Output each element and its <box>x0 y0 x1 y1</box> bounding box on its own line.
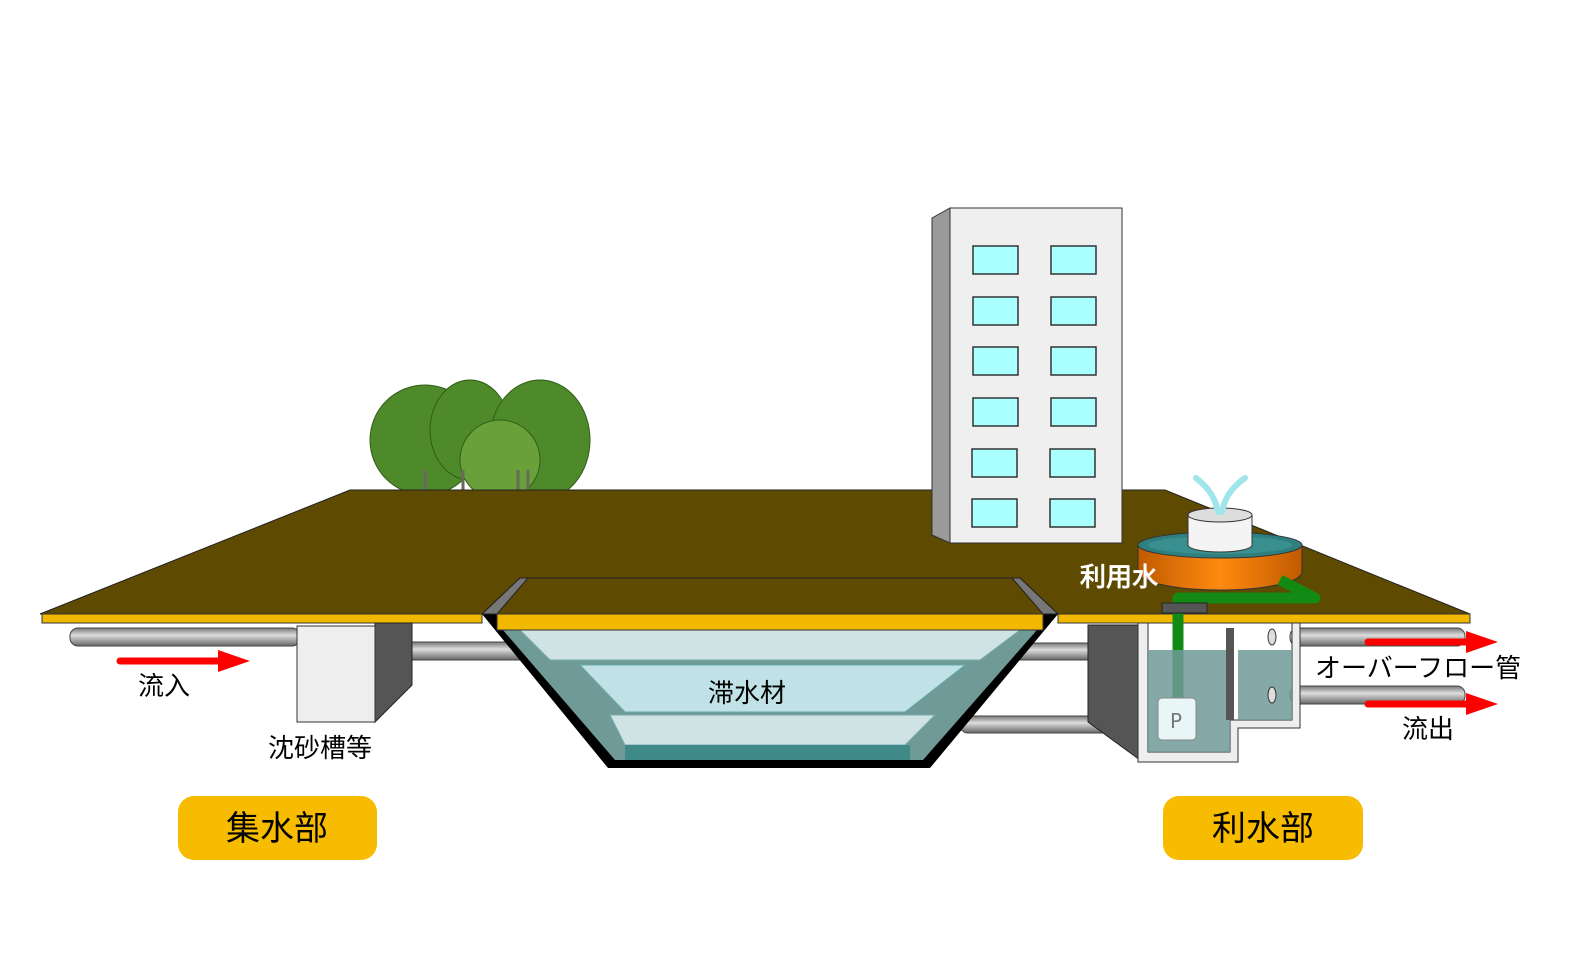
ground-edge-left <box>41 613 483 624</box>
section-utilization-label: 利水部 <box>1212 809 1314 849</box>
supply-pipe <box>1172 575 1321 700</box>
building <box>931 207 1123 544</box>
inflow-label: 流入 <box>138 672 190 702</box>
utilization-tank <box>1087 622 1301 763</box>
arrow-inflow <box>116 650 250 672</box>
arrow-overflow <box>1364 631 1498 653</box>
section-collection-label: 集水部 <box>226 809 328 849</box>
ground-edge-right <box>1057 613 1471 624</box>
sediment-tank <box>296 622 413 724</box>
section-collection-badge: 集水部 <box>178 796 377 860</box>
storage-tank <box>480 577 1060 768</box>
section-utilization-badge: 利水部 <box>1163 796 1363 860</box>
fountain <box>1137 475 1303 591</box>
pump-label: P <box>1170 709 1182 733</box>
outflow-label: 流出 <box>1402 715 1454 745</box>
sediment-tank-label: 沈砂槽等 <box>268 734 372 764</box>
building-windows <box>971 245 1097 528</box>
manhole-opening <box>1161 602 1208 614</box>
storage-material-label: 滞水材 <box>708 679 786 709</box>
arrow-outflow <box>1364 693 1498 715</box>
overflow-pipe-label: オーバーフロー管 <box>1315 654 1521 684</box>
water-use-label: 利用水 <box>1080 563 1159 593</box>
